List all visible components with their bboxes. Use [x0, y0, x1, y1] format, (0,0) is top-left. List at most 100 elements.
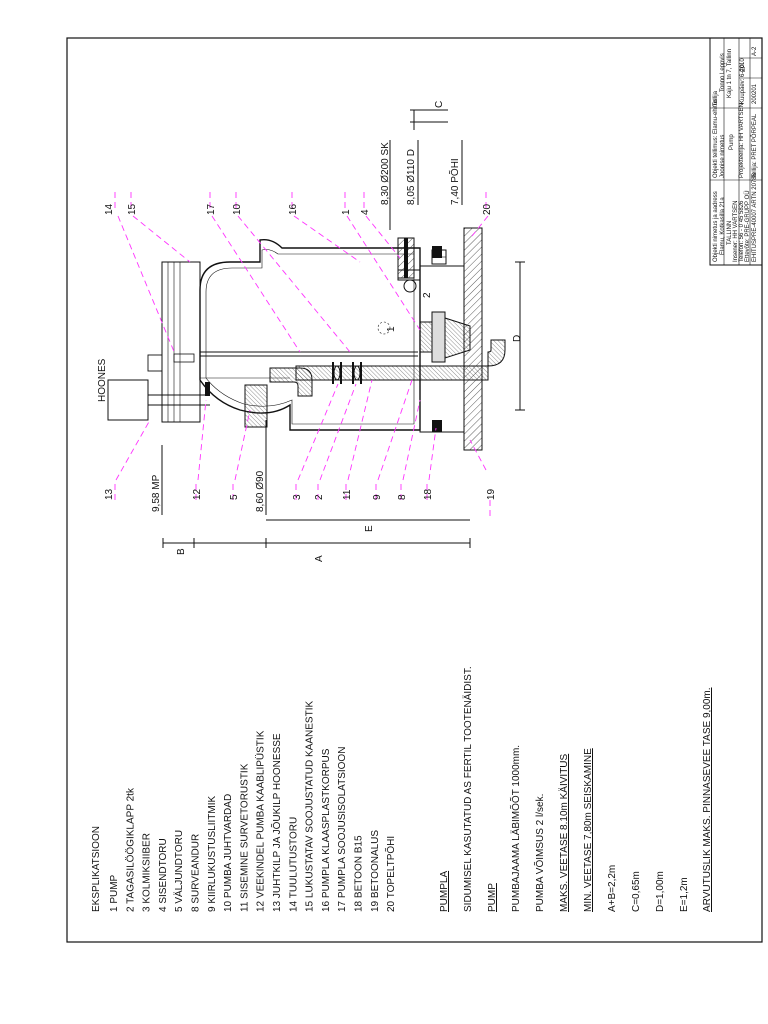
callout-number: 4 — [360, 209, 371, 215]
tb-designer-2: Projekteerija: HH VARTSEN — [739, 103, 745, 178]
tb-work-name: Pump — [729, 134, 735, 150]
level-inlet-d: 8,05 Ø110 D — [406, 149, 417, 205]
dimension-lines: B A E D C — [162, 101, 525, 562]
building-label: HOONES — [97, 358, 108, 402]
tb-company-2: Tellija: PRET PÕRPEAL — [751, 113, 758, 178]
dim-ab: A+B=2,2m — [607, 865, 618, 912]
callout-number: 17 — [206, 203, 217, 215]
explication-item: 3 KOLMIKSIIBER — [142, 833, 153, 912]
explication-item: 16 PUMPLA KLAASPLASTKORPUS — [321, 748, 332, 912]
tb-number: 200201 — [752, 83, 758, 104]
callout-number: 13 — [104, 488, 115, 500]
internal-pressure-pipe — [295, 365, 489, 381]
explication-item: 12 VEEKINDEL PUMBA KAABLIPÜSTIK — [255, 730, 267, 912]
tb-firm-reg: EHITUSPRE-40007 ARTN 20786 — [752, 172, 758, 262]
pump-station-drawing: HOONES — [97, 101, 525, 562]
tb-sheet: A-2 — [752, 46, 758, 56]
pump-number: 1 — [386, 326, 397, 332]
lockable-lid — [161, 261, 201, 423]
tb-date: Kuupäev: 6-2010 — [740, 58, 746, 104]
level-bottom: 7,40 PÕHI — [448, 158, 461, 205]
explication-item: 10 PUMBA JUHTVARDAD — [223, 794, 234, 912]
explication-item: 2 TAGASILÖÖGIKLAPP 2tk — [124, 787, 136, 912]
callout-number: 15 — [127, 203, 138, 215]
min-level: MIN. VEETASE 7,80m SEISKAMINE — [583, 748, 594, 912]
dim-letter-d: D — [512, 335, 523, 342]
valve-number: 2 — [422, 292, 433, 298]
callout-number: 2 — [314, 494, 325, 500]
dim-letter-c: C — [434, 101, 445, 108]
outlet-pipe — [244, 384, 268, 428]
explication-item: 13 JUHTKILP JA JÕUKILP HOONESSE — [270, 733, 283, 912]
explication-item: 19 BETOONALUS — [370, 830, 381, 912]
building-control-box — [107, 379, 149, 421]
dim-letter-e: E — [364, 525, 375, 532]
cable-standpipe — [205, 382, 210, 396]
tb-work-label: Joonise nimetus — [720, 135, 726, 178]
callout-number: 16 — [288, 203, 299, 215]
explication-item: 15 LUKUSTATAV SOOJUSTATUD KAANESTIK — [305, 701, 316, 912]
dim-letter-a: A — [314, 555, 325, 562]
double-bottom — [432, 420, 442, 432]
tb-customer-label: Tellija — [713, 90, 719, 106]
callout-number: 20 — [482, 203, 493, 215]
explication-item: 4 SISENDTORU — [158, 838, 169, 912]
pump: 1 — [377, 311, 471, 363]
max-level: MAKS. VEETASE 8.10m KÄIVITUS — [558, 753, 570, 912]
callout-number: 1 — [341, 209, 352, 215]
level-inlet-sk: 8,30 Ø200 SK — [380, 142, 391, 205]
pumpla-heading: PUMPLA — [439, 871, 450, 912]
level-labels: 9,58 MP 8,60 Ø90 8,30 Ø200 SK 8,05 Ø110 … — [151, 140, 463, 515]
explication-item: 8 SURVEANDUR — [191, 834, 202, 912]
pumpla-text: SIDUMISEL KASUTATUD AS FERTIL TOOTENÄIDI… — [462, 666, 474, 912]
tb-customer-name: Tonno Leppvis — [720, 53, 726, 92]
pump-heading: PUMP — [487, 883, 498, 912]
level-top: 9,58 MP — [151, 474, 162, 512]
title-block: Objekti nimetus ja aadress Elamu, Kotkas… — [709, 37, 763, 266]
explication-item: 1 PUMP — [109, 874, 120, 912]
explication-item: 17 PUMPLA SOOJUSISOLATSIOON — [337, 747, 348, 912]
explication-item: 9 KIIRLUKUSTUSLIITMIK — [207, 796, 218, 912]
callout-number: 5 — [229, 494, 240, 500]
dim-letter-b: B — [176, 548, 187, 555]
station-housing — [199, 238, 421, 431]
dim-c: C=0,65m — [631, 871, 642, 912]
tb-company: Ettevõte: PRE-GRUPP OÜ — [744, 190, 751, 262]
check-valve: 2 — [397, 237, 433, 298]
explication-item: 14 TUULUTUSTORU — [288, 817, 299, 912]
dim-d: D=1,00m — [655, 871, 666, 912]
tb-object-addr-2: TALLINN — [727, 221, 733, 245]
explication-item: 20 TOPELTPÕHI — [384, 836, 397, 912]
callout-number: 9 — [372, 494, 383, 500]
level-outlet: 8,60 Ø90 — [255, 470, 266, 512]
callout-number: 3 — [292, 494, 303, 500]
callout-number: 11 — [342, 489, 353, 500]
explication-item: 11 SISEMINE SURVETORUSTIK — [239, 763, 250, 912]
concrete-base — [463, 227, 483, 451]
tb-object-label: Objekti nimetus ja aadress — [713, 191, 719, 262]
callout-number: 8 — [397, 494, 408, 500]
page-frame — [66, 37, 763, 943]
pump-line-1: PUMBAJAAMA LÄBIMÕÕT 1000mm. — [509, 745, 522, 912]
vent-pipe — [147, 354, 163, 372]
callout-number: 12 — [192, 488, 203, 500]
notes: PUMPLA SIDUMISEL KASUTATUD AS FERTIL TOO… — [439, 666, 713, 912]
tb-object-addr-1: Elamu, Kotkasilla 21a — [720, 197, 726, 255]
tb-phone: Telefon: 56 - 0 45 5826 — [739, 200, 745, 262]
callouts — [114, 192, 491, 520]
groundwater-warning: ARVUTUSLIK MAKS. PINNASEVEE TASE 9,00m. — [702, 687, 713, 912]
explication-item: 5 VÄLJUNDTORU — [173, 830, 185, 912]
tb-customer-addr: Kaju 1 tn 7, Tallinn — [727, 49, 733, 98]
callout-number: 18 — [423, 488, 434, 500]
callout-number: 19 — [486, 488, 497, 500]
tb-designer-1: Insener: HH VARTSEN — [733, 201, 739, 262]
tb-client-label: Objekti tellimus: Elamu-ehitus — [713, 99, 719, 178]
callout-number: 14 — [104, 203, 115, 215]
explication-item: 18 BETOON B15 — [354, 835, 365, 912]
dim-e: E=1,2m — [679, 877, 690, 912]
callout-number: 10 — [232, 203, 243, 215]
tb-stage: EP — [741, 64, 747, 72]
pump-line-2: PUMBA VÕIMSUS 2 l/sek. — [533, 794, 546, 912]
